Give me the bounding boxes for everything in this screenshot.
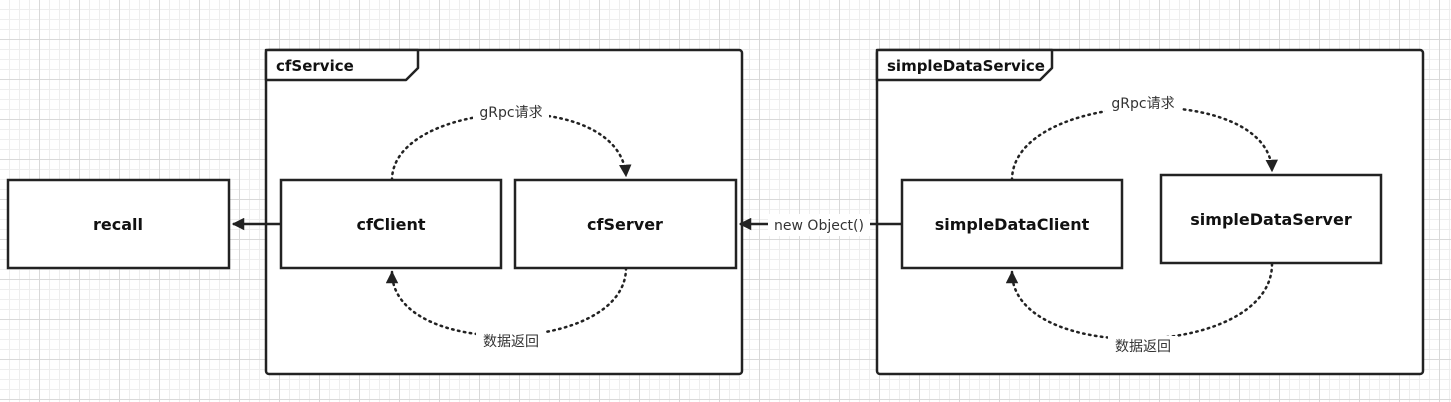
node-cfclient-label: cfClient <box>356 215 425 234</box>
node-simpledataclient-box <box>900 178 1124 270</box>
node-cfclient-box <box>279 178 503 270</box>
frame-cfservice[interactable]: cfService <box>264 48 744 376</box>
frame-simpledataservice-border <box>875 48 1425 376</box>
node-simpledataserver-box <box>1159 173 1383 265</box>
node-simpledataclient-label: simpleDataClient <box>935 215 1090 234</box>
node-simpledataserver-label: simpleDataServer <box>1190 210 1352 229</box>
frame-simpledataservice-label: simpleDataService <box>887 57 1045 75</box>
edge-label-sd-request: gRpc请求 <box>1111 96 1174 112</box>
edge-label-bg <box>1108 336 1178 356</box>
node-recall-label: recall <box>93 215 143 234</box>
edge-label-bg <box>768 214 870 236</box>
edge-label-cf-request: gRpc请求 <box>479 105 542 121</box>
node-cfserver[interactable]: cfServer <box>513 178 738 270</box>
frame-simpledataservice[interactable]: simpleDataService <box>875 48 1425 376</box>
node-cfserver-box <box>513 178 738 270</box>
edge-label-new-object: new Object() <box>774 218 864 234</box>
edge-label-cf-response: 数据返回 <box>483 334 539 350</box>
frame-cfservice-tab <box>264 48 420 82</box>
edge-label-bg <box>1105 93 1181 113</box>
frame-cfservice-label: cfService <box>276 57 354 75</box>
edge-label-sd-response: 数据返回 <box>1115 339 1171 355</box>
frame-simpledataservice-tab <box>875 48 1054 82</box>
frame-cfservice-border <box>264 48 744 376</box>
edge-label-bg <box>473 102 549 122</box>
node-recall[interactable]: recall <box>6 178 231 270</box>
node-simpledataserver[interactable]: simpleDataServer <box>1159 173 1383 265</box>
node-cfclient[interactable]: cfClient <box>279 178 503 270</box>
edge-label-bg <box>476 331 546 351</box>
node-recall-box <box>6 178 231 270</box>
node-simpledataclient[interactable]: simpleDataClient <box>900 178 1124 270</box>
node-cfserver-label: cfServer <box>587 215 663 234</box>
